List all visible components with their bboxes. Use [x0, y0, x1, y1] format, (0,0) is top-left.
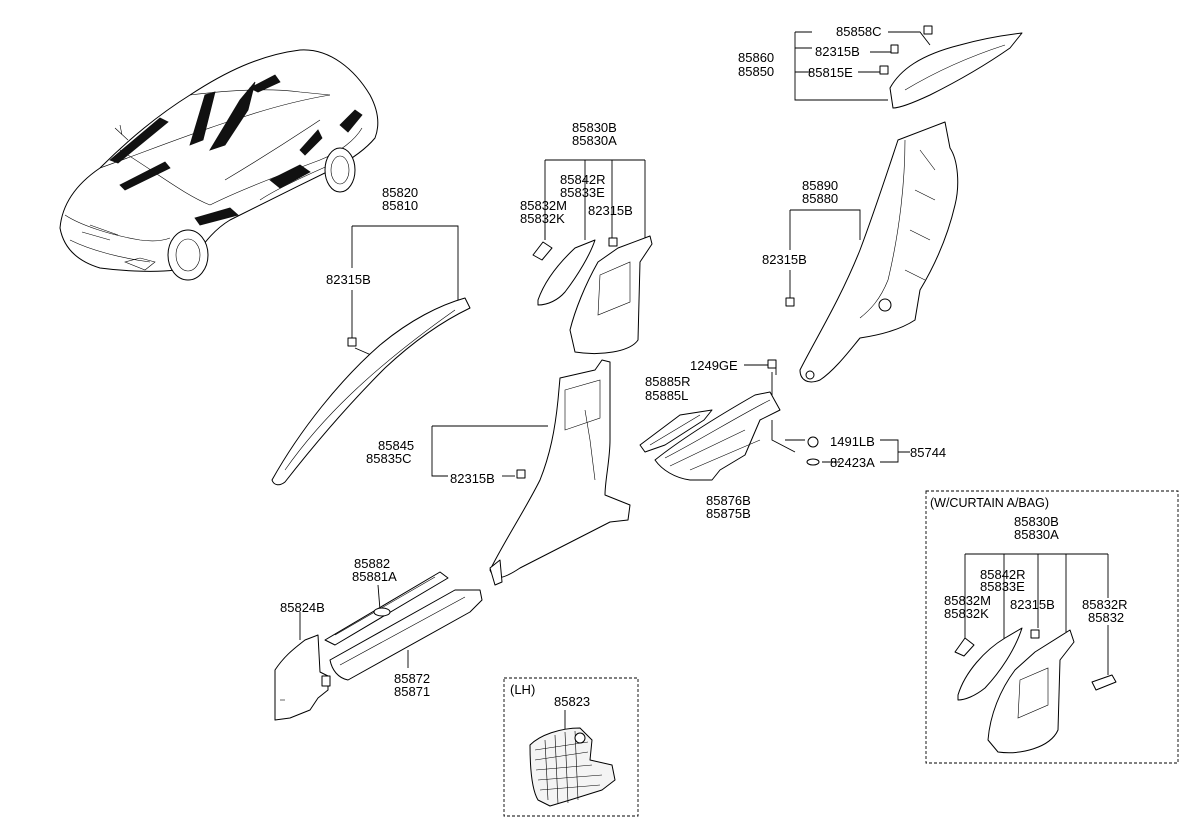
c5-l6: 85744: [910, 445, 946, 460]
c5-l8: 85875B: [706, 506, 751, 521]
callout-a-pillar: 85820 85810 82315B: [271, 185, 471, 486]
inset-curtain-airbag: (W/CURTAIN A/BAG) 85830B 85830A 85842R 8…: [925, 490, 1179, 764]
c2-l2: 85830A: [572, 133, 617, 148]
curtain-l1: 85830B: [1014, 514, 1059, 529]
callout-b-pillar-lower: 85845 85835C 82315B: [366, 359, 631, 586]
c3-l3: 82315B: [326, 272, 371, 287]
c2-l1: 85830B: [572, 120, 617, 135]
c7-l4: 85872: [394, 671, 430, 686]
c7-l3: 85824B: [280, 600, 325, 615]
lh-l1: 85823: [554, 694, 590, 709]
c2-l4: 85833E: [560, 185, 605, 200]
curtain-l4: 85833E: [980, 579, 1025, 594]
c6-l1: 85845: [378, 438, 414, 453]
curtain-l6: 85832K: [944, 606, 989, 621]
c4-l1: 85890: [802, 178, 838, 193]
c5-l5: 82423A: [830, 455, 875, 470]
inset-lh: (LH) 85823: [503, 677, 639, 817]
c7-l2: 85881A: [352, 569, 397, 584]
c2-l7: 82315B: [588, 203, 633, 218]
c6-l2: 85835C: [366, 451, 412, 466]
c7-l5: 85871: [394, 684, 430, 699]
callout-front-scuff: 85882 85881A 85824B 85872 85871: [274, 556, 483, 721]
c3-l2: 85810: [382, 198, 418, 213]
c4-l3: 82315B: [762, 252, 807, 267]
c5-l1: 1249GE: [690, 358, 738, 373]
curtain-l5: 85832M: [944, 593, 991, 608]
c1-g1: 85860: [738, 50, 774, 65]
c2-l3: 85842R: [560, 172, 606, 187]
callout-quarter-upper: 85858C 82315B 85815E 85860 85850: [738, 24, 1023, 109]
c1-l2: 82315B: [815, 44, 860, 59]
c5-l3: 85885L: [645, 388, 688, 403]
c7-l1: 85882: [354, 556, 390, 571]
callout-b-pillar-upper: 85830B 85830A 85842R 85833E 85832M 85832…: [520, 120, 653, 354]
c1-g2: 85850: [738, 64, 774, 79]
c5-l4: 1491LB: [830, 434, 875, 449]
c2-l6: 85832K: [520, 211, 565, 226]
c1-l1: 85858C: [836, 24, 882, 39]
c5-l7: 85876B: [706, 493, 751, 508]
c5-l2: 85885R: [645, 374, 691, 389]
curtain-l3: 85842R: [980, 567, 1026, 582]
c4-l2: 85880: [802, 191, 838, 206]
curtain-l8: 85832R: [1082, 597, 1128, 612]
c1-l3: 85815E: [808, 65, 853, 80]
curtain-l2: 85830A: [1014, 527, 1059, 542]
curtain-title: (W/CURTAIN A/BAG): [930, 496, 1049, 510]
lh-title: (LH): [510, 682, 535, 697]
curtain-l7: 82315B: [1010, 597, 1055, 612]
c3-l1: 85820: [382, 185, 418, 200]
curtain-l9: 85832: [1088, 610, 1124, 625]
callout-rear-scuff: 1249GE 85885R 85885L 1491LB 82423A 85744…: [639, 358, 946, 521]
car-illustration: [59, 49, 379, 281]
callout-c-pillar: 85890 85880 82315B: [762, 121, 959, 383]
c2-l5: 85832M: [520, 198, 567, 213]
c6-l3: 82315B: [450, 471, 495, 486]
